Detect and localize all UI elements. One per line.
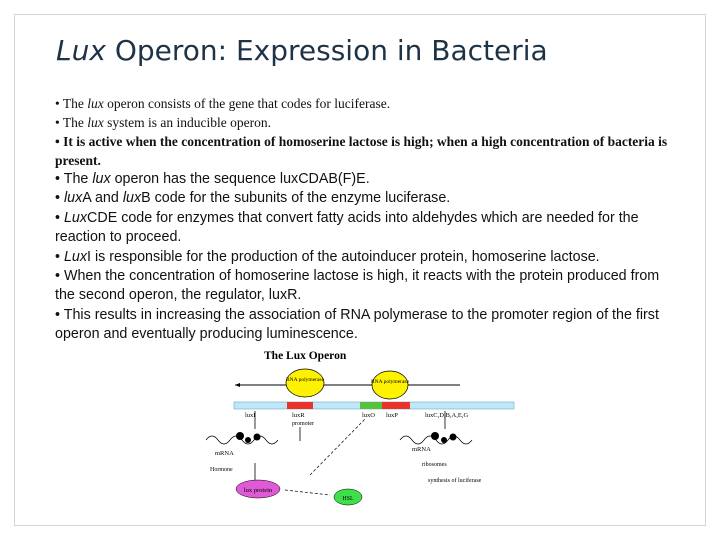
ribosome-left-3 (253, 433, 261, 441)
gene-luxR-label: luxR (292, 412, 305, 419)
bullet-1-part-2: lux (87, 96, 104, 111)
bullet-6-part-2: Lux (63, 209, 88, 226)
gene-cdabfe-label: luxC,D,B,A,E,G (425, 412, 468, 419)
bullet-5-part-4: lux (122, 190, 142, 207)
slide-title: Lux Operon: Expression in Bacteria (56, 34, 548, 67)
bullet-5: • luxA and luxB code for the subunits of… (55, 189, 681, 208)
bullet-7-part-2: Lux (63, 248, 88, 265)
bullet-9: • This results in increasing the associa… (55, 306, 681, 345)
hormone-left-label: Hormone (210, 467, 233, 473)
bullet-5-part-2: lux (63, 190, 83, 207)
bullet-1-part-3: operon consists of the gene that codes f… (103, 96, 391, 111)
title-prefix: Lux (56, 34, 106, 67)
bullet-7-part-3: I is responsible for the production of t… (87, 248, 600, 265)
bullet-3: • It is active when the concentration of… (55, 132, 681, 170)
bullet-8: • When the concentration of homoserine l… (55, 267, 681, 306)
bullet-2-part-3: system is an inducible operon. (103, 115, 271, 130)
mrna-left-label: mRNA (215, 450, 234, 457)
bullet-6-part-1: • (55, 209, 64, 226)
lux-protein-label: lux protein (244, 487, 273, 494)
synthesis-label: synthesis of luciferase (428, 477, 482, 484)
ribosomes-right-label: ribosomes (422, 462, 447, 468)
bullet-1: • The lux operon consists of the gene th… (55, 94, 681, 113)
promoter-red-right (382, 402, 410, 409)
bullet-4-part-3: operon has the sequence luxCDAB(F)E. (110, 171, 370, 187)
bullet-6: • LuxCDE code for enzymes that convert f… (55, 209, 681, 248)
promoter-red (287, 402, 313, 409)
ribosome-left-2 (245, 437, 251, 443)
bullet-5-part-1: • (55, 190, 64, 207)
top-arrow-head (235, 383, 240, 387)
rna-polymerase-left-label: RNA polymerase (286, 377, 325, 383)
bullet-5-part-5: B code for the subunits of the enzyme lu… (141, 190, 451, 207)
gene-luxO-label: luxO (362, 412, 375, 419)
mrna-strand-left (205, 435, 279, 445)
lux-operon-diagram: The Lux Operon RNA polymerase RNA polyme… (200, 345, 520, 517)
promoter-label: promoter (292, 421, 314, 427)
bullet-5-part-3: A and (82, 190, 123, 207)
ribosome-right-2 (441, 437, 447, 443)
title-rest: Operon: Expression in Bacteria (105, 34, 548, 67)
promoter-green (360, 402, 382, 409)
ribosome-left-1 (236, 432, 244, 440)
ribosome-right-1 (431, 432, 439, 440)
bullet-6-part-3: CDE code for enzymes that convert fatty … (55, 209, 639, 246)
lux-protein-blob (235, 479, 281, 499)
hsl-blob (333, 488, 363, 506)
diagram-title: The Lux Operon (264, 350, 347, 362)
ribosome-right-3 (449, 433, 457, 441)
gene-luxP-label: luxP (386, 412, 398, 419)
rna-polymerase-right-label: RNA polymerase (371, 379, 410, 385)
rna-polymerase-left (285, 368, 325, 398)
hsl-label: HSL (342, 496, 354, 502)
bullet-7-part-1: • (55, 248, 64, 265)
bullet-4-part-2: lux (92, 171, 111, 187)
bullet-3-part-1: • It is active when the concentration of… (55, 134, 668, 168)
rna-polymerase-right (371, 370, 409, 400)
bullet-2-part-2: lux (87, 115, 104, 130)
bullet-list: • The lux operon consists of the gene th… (55, 94, 681, 345)
bullet-7: • LuxI is responsible for the production… (55, 248, 681, 267)
bullet-4-part-1: • The (55, 171, 93, 187)
slide-frame (14, 14, 706, 526)
bullet-2: • The lux system is an inducible operon. (55, 113, 681, 132)
dashed-line-up (309, 418, 366, 476)
gene-luxI-label: luxI (245, 412, 255, 419)
bullet-9-part-1: • This results in increasing the associa… (55, 306, 659, 343)
bullet-8-part-1: • When the concentration of homoserine l… (55, 268, 660, 304)
mrna-strand-right (399, 435, 473, 445)
bullet-1-part-1: • The (55, 96, 88, 111)
dashed-line-down (284, 489, 331, 496)
bullet-4: • The lux operon has the sequence luxCDA… (55, 170, 681, 189)
bullet-2-part-1: • The (55, 115, 88, 130)
mrna-right-label: mRNA (412, 446, 431, 453)
